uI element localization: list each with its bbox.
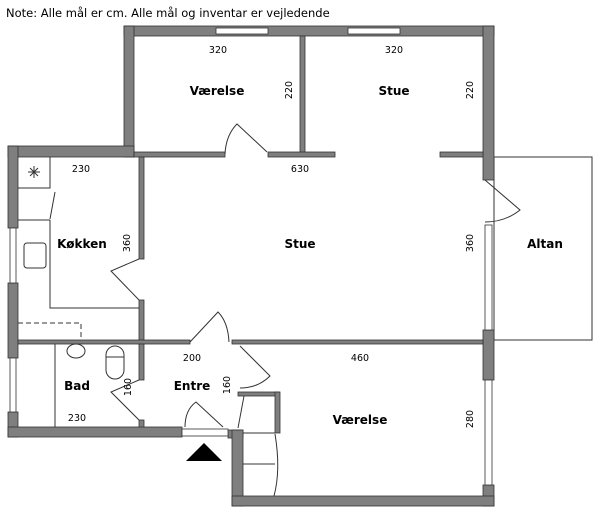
room-stue-top: Stue	[378, 84, 409, 98]
bathroom-fixtures	[54, 343, 125, 427]
plan-note: Note: Alle mål er cm. Alle mål og invent…	[6, 6, 330, 20]
dim-vaerelse-top-width: 320	[209, 45, 227, 56]
walls	[7, 25, 495, 507]
room-stue: Stue	[284, 237, 315, 251]
room-bad: Bad	[64, 379, 90, 393]
dim-vaerelse-top-depth: 220	[284, 81, 295, 99]
doors	[110, 123, 521, 497]
balcony-outline	[493, 156, 593, 341]
dim-bad-depth: 160	[123, 378, 134, 396]
dim-vaerelse-bottom-width: 460	[351, 353, 369, 364]
room-vaerelse-bottom: Værelse	[333, 413, 388, 427]
dim-vaerelse-bottom-depth: 280	[465, 410, 476, 428]
dim-stue-width: 630	[291, 164, 309, 175]
dim-stue-top-depth: 220	[465, 81, 476, 99]
dim-koekken-depth: 360	[122, 234, 133, 252]
room-entre: Entre	[174, 379, 211, 393]
dim-stue-top-width: 320	[385, 45, 403, 56]
stove-icon	[28, 166, 40, 178]
room-vaerelse-top: Værelse	[190, 84, 245, 98]
room-altan: Altan	[527, 237, 563, 251]
windows	[9, 27, 493, 486]
dim-bad-width: 230	[68, 413, 86, 424]
room-koekken: Køkken	[57, 237, 107, 251]
dim-stue-depth: 360	[465, 234, 476, 252]
toilet-icon	[105, 345, 125, 380]
dim-entre-width: 200	[183, 353, 201, 364]
kitchen-counter	[18, 157, 139, 340]
sink-icon	[23, 242, 47, 269]
closet	[243, 432, 275, 465]
entrance-arrow-icon	[186, 443, 222, 461]
dim-koekken-width: 230	[72, 164, 90, 175]
washbasin-icon	[66, 343, 86, 359]
dim-entre-depth: 160	[222, 376, 233, 394]
